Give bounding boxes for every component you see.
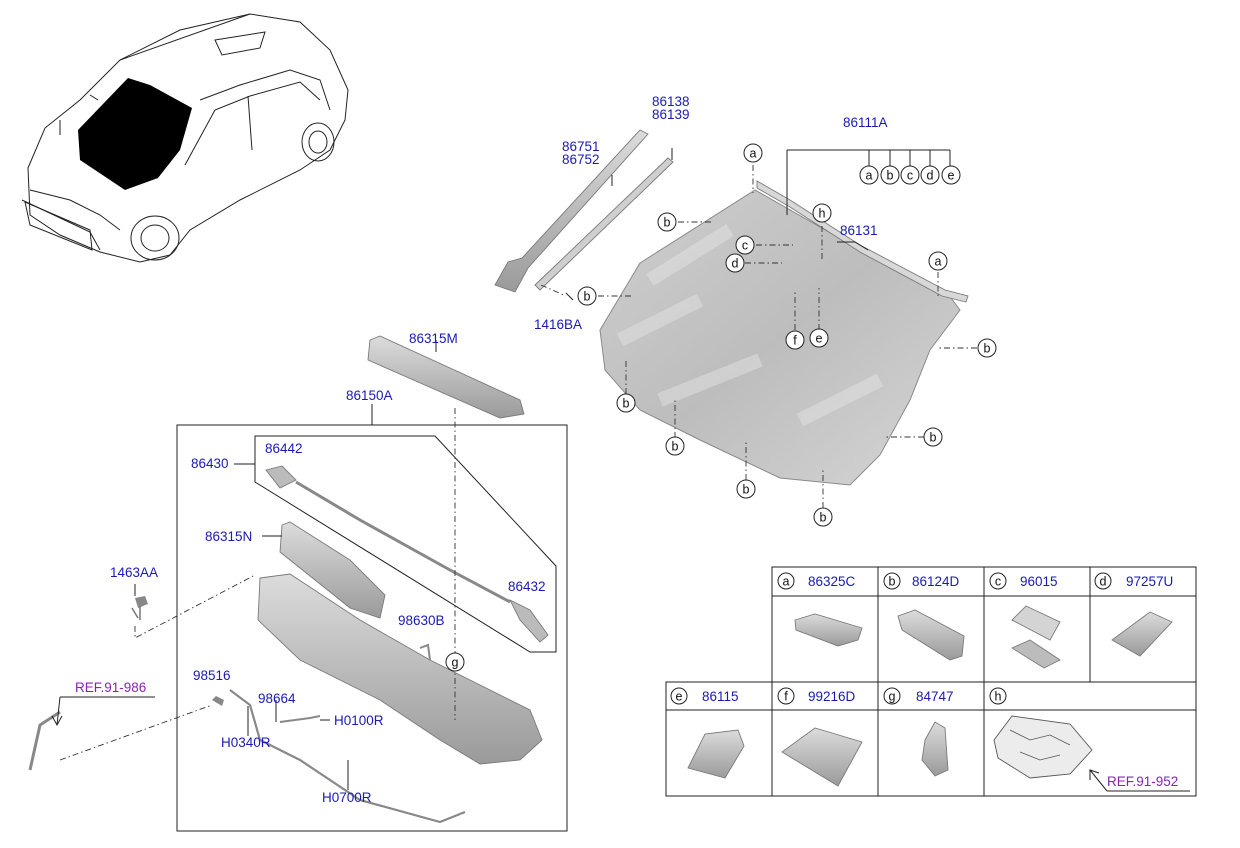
legend-cell-g: g 84747 (883, 687, 954, 777)
label-86430: 86430 (191, 456, 229, 471)
callout-b-2: b (577, 286, 597, 306)
callout-row-b: b (880, 165, 900, 185)
svg-text:a: a (783, 575, 790, 589)
callout-b-1: b (657, 212, 677, 232)
legend-table: a 86325C b 86124D c 96015 d 97257U e 861… (665, 566, 1197, 797)
svg-text:97257U: 97257U (1126, 574, 1173, 589)
svg-text:c: c (995, 575, 1001, 589)
svg-text:b: b (930, 431, 937, 445)
label-86751: 86751 (562, 139, 600, 154)
label-h0340r: H0340R (221, 735, 271, 750)
callout-c: c (735, 235, 755, 255)
label-86432: 86432 (508, 579, 546, 594)
svg-text:86124D: 86124D (912, 574, 960, 589)
callout-b-3: b (977, 338, 997, 358)
legend-cell-h: h (989, 687, 1093, 779)
label-h0100r: H0100R (334, 713, 384, 728)
svg-text:b: b (623, 397, 630, 411)
svg-text:b: b (672, 440, 679, 454)
svg-text:a: a (935, 255, 942, 269)
svg-text:e: e (676, 690, 683, 704)
callout-b-7: b (736, 479, 756, 499)
callout-row-e: e (941, 165, 961, 185)
callout-b-4: b (616, 393, 636, 413)
svg-text:b: b (743, 483, 750, 497)
callout-b-5: b (923, 427, 943, 447)
callout-g: g (445, 652, 465, 672)
callout-b-8: b (813, 507, 833, 527)
svg-text:g: g (889, 690, 896, 704)
svg-text:99216D: 99216D (808, 689, 856, 704)
svg-text:a: a (866, 169, 873, 183)
svg-text:c: c (907, 169, 913, 183)
label-ref-91-952: REF.91-952 (1107, 774, 1178, 789)
vehicle-illustration (21, 13, 349, 263)
svg-text:c: c (742, 239, 748, 253)
windshield-glass (599, 189, 961, 486)
svg-text:86325C: 86325C (808, 574, 856, 589)
legend-cell-d: d 97257U (1094, 572, 1173, 657)
legend-cell-b: b 86124D (883, 572, 965, 661)
svg-text:e: e (816, 332, 823, 346)
svg-text:a: a (750, 147, 757, 161)
svg-text:d: d (927, 169, 934, 183)
label-86111a: 86111A (843, 115, 888, 130)
label-86138: 86138 (652, 94, 690, 109)
callout-row-a: a (859, 165, 879, 185)
label-86139: 86139 (652, 107, 690, 122)
label-86150a: 86150A (346, 388, 393, 403)
part-labels: 86138 86139 86751 86752 86111A 86131 141… (75, 94, 1178, 805)
svg-text:e: e (948, 169, 955, 183)
label-98630b: 98630B (398, 613, 445, 628)
label-86752: 86752 (562, 152, 600, 167)
legend-cell-c: c 96015 (989, 572, 1061, 669)
label-86315m: 86315M (409, 331, 458, 346)
label-ref-91-986: REF.91-986 (75, 680, 146, 695)
svg-text:b: b (984, 342, 991, 356)
label-h0700r: H0700R (322, 790, 372, 805)
callout-row-c: c (900, 165, 920, 185)
subassembly-outline (254, 435, 557, 653)
legend-cell-a: a 86325C (777, 572, 863, 647)
svg-text:g: g (452, 656, 459, 670)
legend-cell-f: f 99216D (777, 687, 863, 787)
svg-text:84747: 84747 (916, 689, 954, 704)
legend-cell-e: e 86115 (670, 687, 745, 779)
label-86442: 86442 (265, 441, 303, 456)
label-86315n: 86315N (205, 529, 252, 544)
label-86131: 86131 (840, 223, 878, 238)
cowl-top-cover (367, 335, 525, 419)
pillar-molding (494, 129, 674, 293)
svg-text:b: b (889, 575, 896, 589)
svg-text:h: h (995, 690, 1002, 704)
svg-text:b: b (887, 169, 894, 183)
label-1463aa: 1463AA (110, 565, 158, 580)
svg-text:d: d (732, 257, 739, 271)
cowl-parts (28, 465, 549, 824)
callout-e: e (809, 328, 829, 348)
label-98664: 98664 (258, 691, 296, 706)
callout-f: f (785, 330, 805, 350)
callout-d: d (725, 253, 745, 273)
callout-a-top: a (743, 143, 763, 163)
callout-h: h (812, 203, 832, 223)
label-1416ba: 1416BA (534, 317, 582, 332)
svg-text:b: b (820, 511, 827, 525)
callout-circles: a a a b c d e b h c d b f e b b b b b b … (445, 143, 997, 672)
svg-text:f: f (784, 690, 788, 704)
label-98516: 98516 (193, 668, 231, 683)
callout-a-right: a (928, 251, 948, 271)
svg-text:b: b (584, 290, 591, 304)
svg-text:d: d (1100, 575, 1107, 589)
svg-text:h: h (819, 207, 826, 221)
svg-text:96015: 96015 (1020, 574, 1058, 589)
svg-text:86115: 86115 (702, 689, 739, 704)
windshield-top-molding (756, 180, 969, 303)
svg-text:b: b (664, 216, 671, 230)
svg-text:f: f (793, 334, 797, 348)
callout-b-6: b (665, 436, 685, 456)
callout-row-d: d (920, 165, 940, 185)
